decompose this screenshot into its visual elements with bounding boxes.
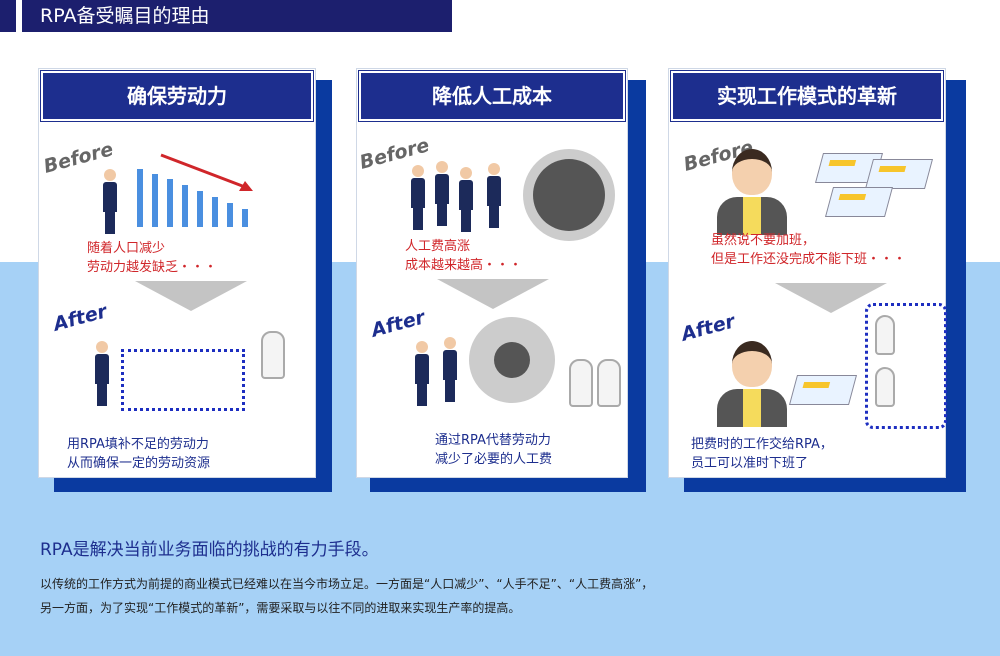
card-workstyle: 实现工作模式的革新 Before 虽然说不要加班，但是工作还没完成不能下班・・・…	[668, 68, 947, 478]
cost-dial-icon	[523, 149, 615, 241]
summary-lead: RPA是解决当前业务面临的挑战的有力手段。	[40, 540, 379, 560]
decline-arrow-icon	[160, 153, 253, 191]
summary-body: 以传统的工作方式为前提的商业模式已经难以在当今市场立足。一方面是“人口减少”、“…	[40, 577, 654, 615]
rpa-robots-box	[865, 303, 947, 429]
worker-figure	[443, 337, 457, 403]
after-text: 用RPA填补不足的劳动力从而确保一定的劳动资源	[67, 437, 211, 471]
card-labor: 确保劳动力 Before 随着人口减少劳动力越发缺乏・・・ After 用RPA…	[38, 68, 316, 478]
worker-figure	[435, 161, 449, 227]
robot-icon	[875, 367, 895, 407]
worker-figure	[103, 169, 117, 235]
after-label: After	[51, 300, 110, 336]
robot-icon	[261, 331, 285, 379]
worker-figure	[415, 341, 429, 407]
after-label: After	[369, 306, 428, 342]
card-title: 降低人工成本	[358, 70, 626, 122]
header-marker	[0, 0, 16, 32]
paperwork-icon	[864, 159, 934, 189]
paperwork-icon	[824, 187, 894, 217]
after-text: 通过RPA代替劳动力减少了必要的人工费	[435, 433, 553, 467]
relieved-worker-figure	[717, 341, 787, 427]
robot-icon	[875, 315, 895, 355]
card-cost: 降低人工成本 Before 人工费高涨成本越来越高・・・ After 通过RPA…	[356, 68, 628, 478]
down-arrow-icon	[135, 281, 247, 311]
robot-icon	[569, 359, 593, 407]
worker-figure	[487, 163, 501, 229]
worker-figure	[95, 341, 109, 407]
robot-icon	[597, 359, 621, 407]
before-text: 虽然说不要加班，但是工作还没完成不能下班・・・	[711, 233, 907, 267]
section-header: RPA备受瞩目的理由	[22, 0, 452, 32]
card-title: 实现工作模式的革新	[670, 70, 944, 122]
before-text: 随着人口减少劳动力越发缺乏・・・	[87, 241, 218, 275]
before-text: 人工费高涨成本越来越高・・・	[405, 239, 523, 273]
worker-figure	[459, 167, 473, 233]
stressed-worker-figure	[717, 149, 787, 235]
reduced-dial-icon	[469, 317, 555, 403]
down-arrow-icon	[437, 279, 549, 309]
worker-figure	[411, 165, 425, 231]
after-text: 把费时的工作交给RPA，员工可以准时下班了	[691, 437, 833, 471]
card-title: 确保劳动力	[40, 70, 314, 122]
rpa-fill-box	[121, 349, 245, 411]
paperwork-icon	[788, 375, 858, 405]
